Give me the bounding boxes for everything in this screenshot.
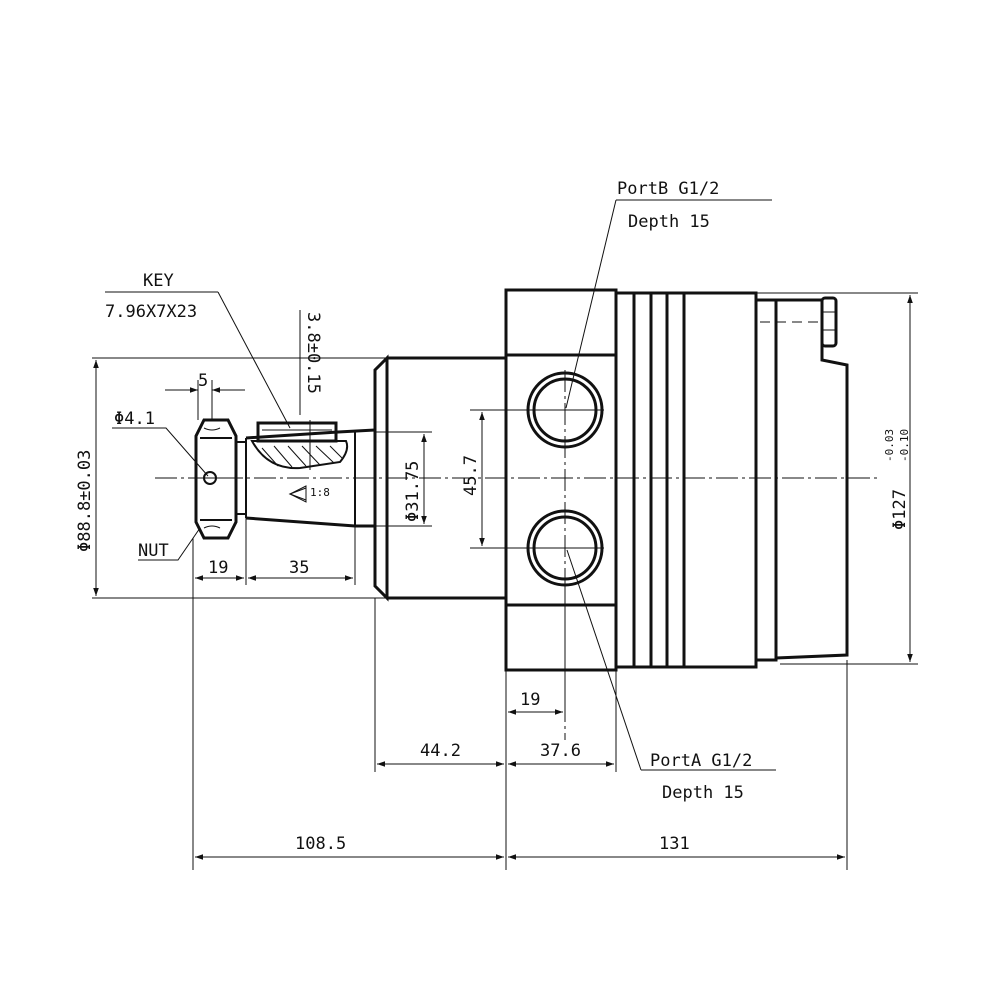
flange [373,354,506,602]
taper-label: 1:8 [310,486,330,499]
shaft-dia-label: Φ31.75 [403,461,423,522]
key-label: KEY [143,271,174,291]
dimensions [92,292,918,870]
port-a-label: PortA G1/2 [650,751,752,771]
flange-to-ports-label: 44.2 [420,741,461,761]
key-depth-label: 3.8±0.15 [303,312,323,394]
housing [504,288,849,672]
total-right-label: 131 [659,834,690,854]
body-dia-label: Φ127 [890,489,910,530]
port-a-depth: Depth 15 [662,783,744,803]
taper-icon [288,485,307,503]
flange-dia-label: Φ88.8±0.03 [75,450,95,552]
total-left-label: 108.5 [295,834,346,854]
key [250,421,349,470]
nut-label: NUT [138,541,169,561]
body-tol-upper: -0.03 [883,429,896,462]
port-offset-label: 19 [520,690,540,710]
port-block-label: 37.6 [540,741,581,761]
leaders [105,199,776,771]
body-tol-lower: -0.10 [898,429,911,462]
nut-len-label: 19 [208,558,228,578]
port-spacing-label: 45.7 [461,455,481,496]
nut [194,418,247,540]
port-b [470,371,604,449]
shaft-len-label: 35 [289,558,309,578]
hole-dia-label: Φ4.1 [114,409,155,429]
port-a [470,509,604,587]
key-size-label: 7.96X7X23 [105,302,197,322]
nut-width-label: 5 [198,371,208,391]
port-b-label: PortB G1/2 [617,179,719,199]
port-b-depth: Depth 15 [628,212,710,232]
